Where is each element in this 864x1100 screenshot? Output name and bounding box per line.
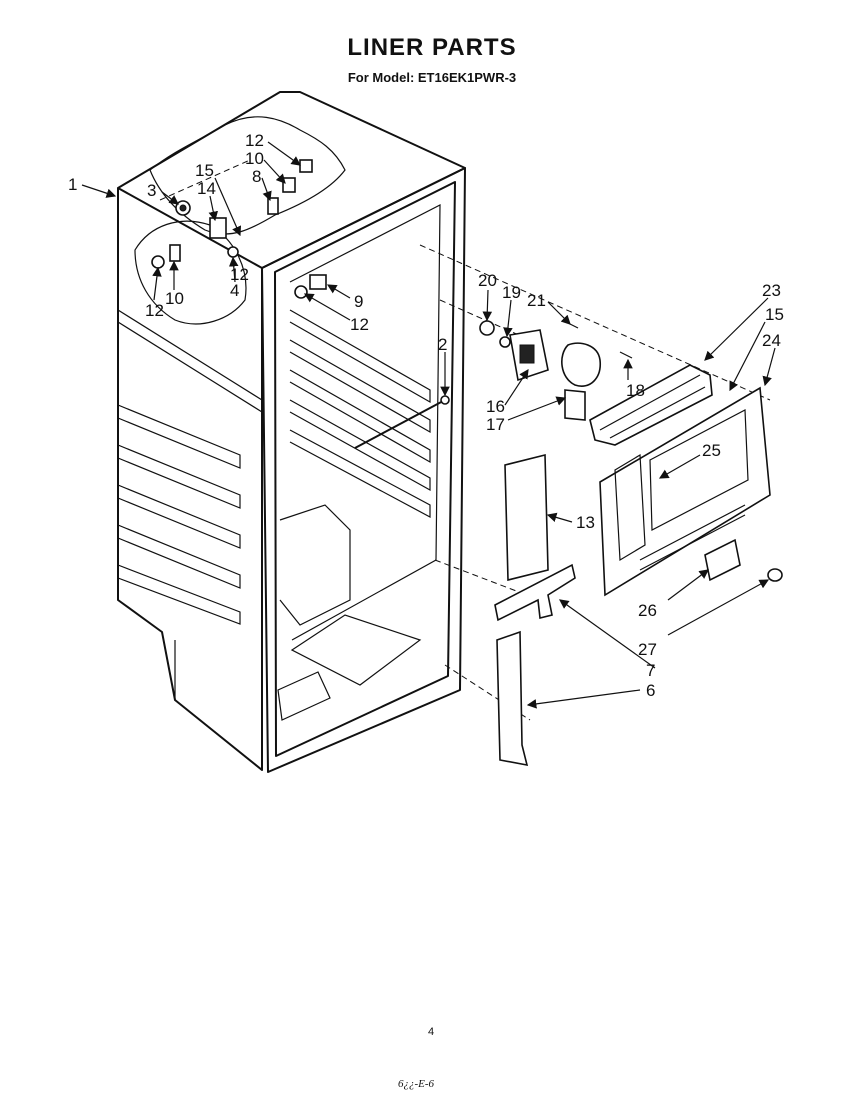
callout-label: 12 — [350, 315, 369, 334]
callout-label: 9 — [354, 292, 363, 311]
callout-label: 2 — [438, 335, 447, 354]
callout-label: 20 — [478, 271, 497, 290]
callout-label: 13 — [576, 513, 595, 532]
callout-label: 24 — [762, 331, 781, 350]
callout-label: 12 — [230, 265, 249, 284]
air-duct — [589, 364, 713, 446]
callout-label: 10 — [165, 289, 184, 308]
insulation-pads — [494, 453, 576, 767]
callout-label: 15 — [765, 305, 784, 324]
callout-labels: 1 3 15 14 12 10 8 12 10 12 4 9 12 2 20 1… — [68, 131, 784, 700]
callout-label: 4 — [230, 281, 239, 300]
callout-label: 10 — [245, 149, 264, 168]
callout-label: 3 — [147, 181, 156, 200]
callout-label: 25 — [702, 441, 721, 460]
callout-label: 18 — [626, 381, 645, 400]
model-subtitle: For Model: ET16EK1PWR-3 — [347, 70, 517, 85]
callout-label: 7 — [646, 661, 655, 680]
callout-label: 6 — [646, 681, 655, 700]
callout-label: 15 — [195, 161, 214, 180]
callout-label: 8 — [252, 167, 261, 186]
callout-label: 27 — [638, 640, 657, 659]
document-code: 6¿¿-E-6 — [398, 1078, 435, 1090]
leader-lines — [81, 141, 776, 709]
rear-panel — [599, 386, 771, 597]
control-assembly — [479, 320, 633, 421]
callout-label: 12 — [145, 301, 164, 320]
callout-label: 12 — [245, 131, 264, 150]
callout-label: 1 — [68, 175, 77, 194]
callout-label: 17 — [486, 415, 505, 434]
callout-label: 23 — [762, 281, 781, 300]
callout-label: 14 — [197, 179, 216, 198]
page-title: LINER PARTS — [347, 34, 517, 61]
page-number: 4 — [428, 1026, 435, 1038]
liner-hardware — [151, 159, 450, 449]
callout-label: 21 — [527, 291, 546, 310]
cover-plate — [704, 538, 783, 582]
callout-label: 26 — [638, 601, 657, 620]
callout-label: 19 — [502, 283, 521, 302]
callout-label: 16 — [486, 397, 505, 416]
